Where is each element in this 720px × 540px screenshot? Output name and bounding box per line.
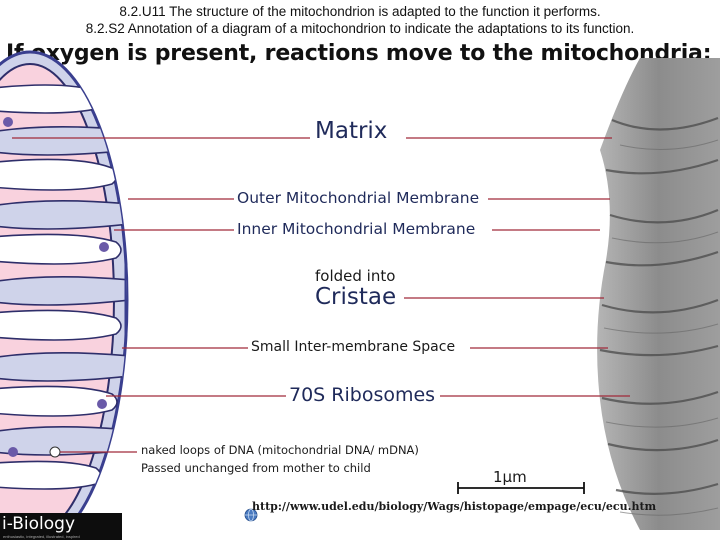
label-matrix: Matrix	[315, 118, 388, 144]
ribosome-dot	[99, 242, 109, 252]
scale-bar-label: 1µm	[493, 468, 527, 486]
micrograph-crista	[601, 390, 719, 405]
micrograph-crista	[619, 139, 719, 150]
crista-fold	[0, 309, 122, 341]
pointer-lines	[12, 137, 630, 453]
ribosomes	[3, 117, 109, 457]
header-line-1: 8.2.U11 The structure of the mitochondri…	[119, 4, 601, 19]
label-outer-membrane: Outer Mitochondrial Membrane	[237, 189, 480, 207]
micrograph-crista	[611, 116, 719, 131]
label-dna-line-2: Passed unchanged from mother to child	[141, 461, 371, 475]
label-folded-into: folded into	[315, 267, 396, 285]
ribosome-dot	[8, 447, 18, 457]
label-dna-line-1: naked loops of DNA (mitochondrial DNA/ m…	[141, 443, 419, 457]
crista-fold	[0, 158, 118, 191]
electron-micrograph	[597, 58, 720, 530]
cristae-folds	[0, 52, 127, 540]
label-ribosomes: 70S Ribosomes	[289, 384, 436, 406]
crista-fold	[0, 276, 127, 306]
globe-icon	[244, 508, 258, 522]
micrograph-crista	[599, 344, 719, 357]
micrograph-crista	[605, 417, 719, 428]
slide-header: 8.2.U11 The structure of the mitochondri…	[0, 3, 720, 37]
logo-tagline: enthusiastic, integrated, illustrated, i…	[3, 534, 80, 539]
mitochondrion-diagram	[0, 50, 129, 540]
source-link[interactable]: http://www.udel.edu/biology/Wags/histopa…	[252, 500, 657, 513]
label-intermembrane-space: Small Inter-membrane Space	[251, 339, 456, 355]
micrograph-crista	[605, 158, 719, 175]
micrograph-crista	[619, 507, 719, 516]
label-cristae: Cristae	[315, 284, 397, 310]
label-inner-membrane: Inner Mitochondrial Membrane	[237, 220, 476, 238]
micrograph-crista	[605, 250, 719, 267]
crista-fold	[0, 460, 102, 490]
micrograph-crista	[609, 208, 719, 224]
crista-fold	[0, 126, 127, 156]
slide-headline: If oxygen is present, reactions move to …	[6, 41, 712, 66]
header-line-2: 8.2.S2 Annotation of a diagram of a mito…	[85, 21, 635, 36]
crista-fold	[0, 233, 122, 265]
micrograph-crista	[615, 482, 719, 495]
scale-bar	[457, 482, 585, 494]
crista-fold	[0, 200, 127, 230]
i-biology-logo: i-Biology enthusiastic, integrated, illu…	[0, 513, 122, 540]
logo-name: i-Biology	[2, 514, 76, 534]
crista-fold	[0, 385, 118, 417]
micrograph-crista	[611, 231, 719, 244]
ribosome-dot	[97, 399, 107, 409]
micrograph-background	[597, 58, 720, 530]
crista-fold	[0, 84, 107, 114]
dna-loop-marker	[49, 446, 61, 458]
micrograph-crista	[603, 323, 719, 334]
micrograph-crista	[607, 438, 719, 452]
ribosome-dot	[3, 117, 13, 127]
micrograph-crista	[601, 298, 719, 314]
crista-fold	[0, 352, 127, 382]
